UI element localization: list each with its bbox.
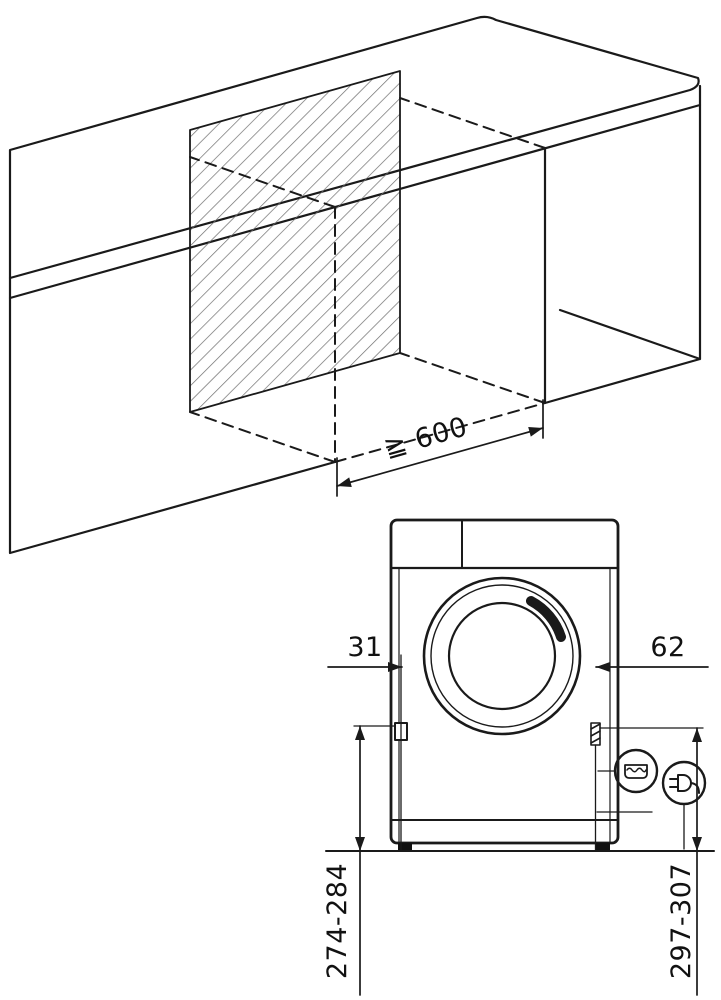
washer-body-outline [389, 518, 620, 845]
right-foot [596, 843, 610, 851]
niche-width-dimension [336, 399, 544, 497]
niche-width-label: ≧ 600 [380, 411, 470, 464]
extension-lines [353, 654, 704, 852]
right-offset-dimension [595, 662, 709, 672]
door-handle [526, 596, 566, 642]
water-height-dimension [355, 725, 365, 996]
washer-front-view: 31 62 274-284 297-307 [322, 518, 715, 996]
left-offset-dimension [327, 662, 403, 672]
left-cabinet [8, 296, 337, 555]
left-foot [398, 843, 412, 851]
counter-isometric-view: ≧ 600 [8, 15, 702, 555]
niche-hidden-edges [189, 97, 546, 463]
right-cabinet [543, 103, 702, 405]
right-offset-label: 62 [650, 632, 685, 663]
power-plug-icon [661, 760, 707, 806]
plug-height-label: 297-307 [666, 863, 697, 979]
water-inlet-icon [613, 748, 659, 794]
right-connection-marker [590, 722, 601, 746]
niche-hatch-area [189, 70, 401, 413]
water-height-label: 274-284 [322, 863, 353, 979]
plug-height-dimension [692, 727, 702, 996]
door [422, 576, 582, 736]
left-offset-label: 31 [347, 632, 382, 663]
